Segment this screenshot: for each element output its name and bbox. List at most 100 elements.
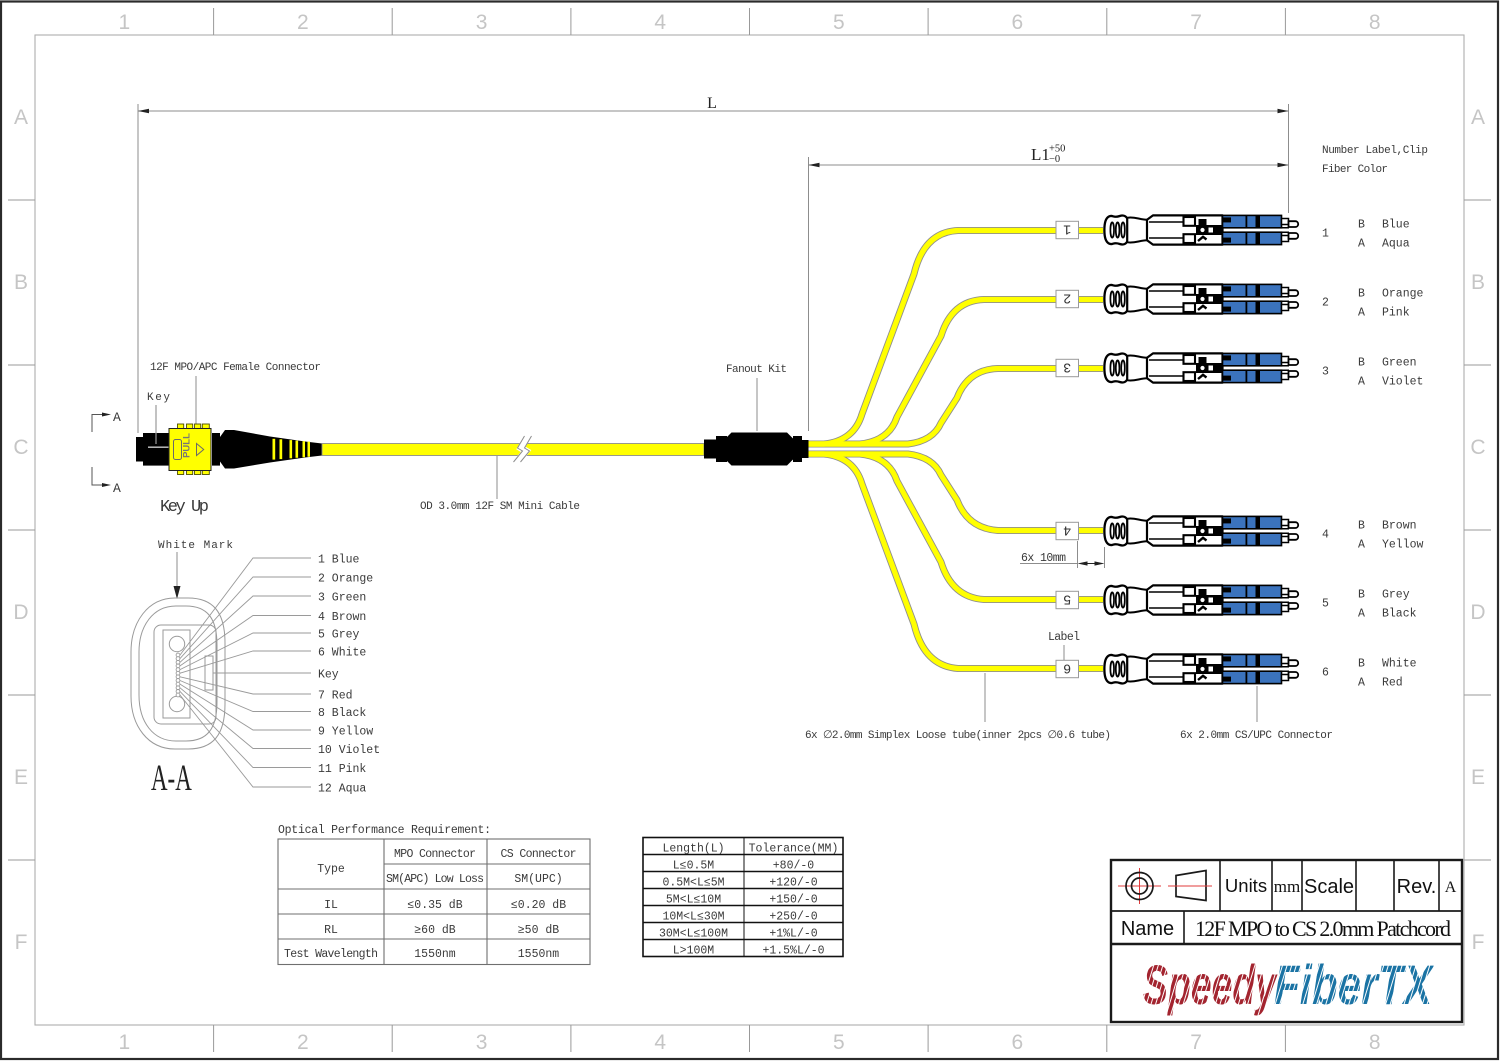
svg-text:B: B — [1358, 357, 1365, 370]
svg-text:12F MPO to CS 2.0mm Patchcord: 12F MPO to CS 2.0mm Patchcord — [1195, 916, 1451, 941]
svg-text:1550nm: 1550nm — [518, 948, 560, 961]
svg-text:8: 8 — [1369, 1031, 1381, 1054]
svg-text:6: 6 — [1063, 659, 1071, 674]
svg-text:2: 2 — [297, 1031, 309, 1054]
svg-text:5: 5 — [1322, 598, 1329, 611]
svg-text:A: A — [1445, 879, 1457, 896]
svg-text:5: 5 — [833, 11, 845, 34]
svg-text:IL: IL — [324, 899, 338, 912]
svg-text:1: 1 — [1322, 228, 1329, 241]
svg-text:Test Wavelength: Test Wavelength — [284, 948, 378, 961]
svg-text:2 Orange: 2 Orange — [318, 573, 373, 586]
svg-text:SM(APC) Low Loss: SM(APC) Low Loss — [386, 873, 484, 886]
svg-text:Black: Black — [1382, 608, 1417, 621]
svg-text:6: 6 — [1012, 1031, 1024, 1054]
svg-text:Pink: Pink — [1382, 307, 1410, 320]
svg-text:6: 6 — [1322, 667, 1329, 680]
svg-text:Number Label,Clip: Number Label,Clip — [1322, 145, 1428, 157]
svg-text:10M<L≤30M: 10M<L≤30M — [662, 911, 724, 924]
svg-text:B: B — [1358, 520, 1365, 533]
svg-text:White: White — [1382, 658, 1417, 671]
svg-text:2: 2 — [1063, 289, 1071, 304]
svg-text:FiberTX: FiberTX — [1274, 953, 1435, 1016]
svg-text:+80/-0: +80/-0 — [773, 860, 815, 873]
svg-text:3: 3 — [476, 1031, 488, 1054]
svg-text:Brown: Brown — [1382, 520, 1417, 533]
svg-text:1: 1 — [118, 1031, 130, 1054]
svg-text:Rev.: Rev. — [1397, 876, 1437, 898]
svg-text:≤0.20 dB: ≤0.20 dB — [511, 899, 566, 912]
svg-text:12F MPO/APC Female Connector: 12F MPO/APC Female Connector — [150, 362, 321, 374]
svg-text:L≤0.5M: L≤0.5M — [673, 860, 715, 873]
svg-text:≥50 dB: ≥50 dB — [518, 924, 560, 937]
svg-text:Violet: Violet — [1382, 376, 1423, 389]
svg-text:+1.5%L/-0: +1.5%L/-0 — [762, 945, 824, 958]
svg-text:Red: Red — [1382, 677, 1403, 690]
svg-text:A: A — [1471, 106, 1485, 129]
svg-text:A: A — [113, 410, 121, 425]
svg-text:0.5M<L≤5M: 0.5M<L≤5M — [662, 877, 724, 890]
svg-text:C: C — [1470, 436, 1485, 459]
svg-text:E: E — [1471, 766, 1485, 789]
svg-text:Green: Green — [1382, 357, 1417, 370]
svg-text:SM(UPC): SM(UPC) — [514, 873, 562, 886]
svg-text:OD 3.0mm 12F SM Mini Cable: OD 3.0mm 12F SM Mini Cable — [420, 501, 580, 513]
svg-text:3: 3 — [1063, 358, 1071, 373]
svg-text:Key: Key — [318, 669, 339, 682]
svg-text:6 White: 6 White — [318, 647, 366, 660]
svg-text:A-A: A-A — [151, 758, 192, 799]
svg-text:Blue: Blue — [1382, 219, 1410, 232]
svg-text:L1: L1 — [1031, 145, 1050, 164]
svg-text:Length(L): Length(L) — [662, 843, 724, 856]
svg-text:7 Red: 7 Red — [318, 690, 353, 703]
svg-text:Key: Key — [147, 392, 170, 404]
svg-text:A: A — [1358, 307, 1365, 320]
svg-text:5: 5 — [1063, 590, 1071, 605]
svg-text:7: 7 — [1190, 1031, 1202, 1054]
svg-text:MPO Connector: MPO Connector — [394, 848, 476, 861]
svg-text:Orange: Orange — [1382, 288, 1424, 301]
svg-text:Name: Name — [1121, 918, 1174, 940]
svg-text:CS Connector: CS Connector — [501, 848, 577, 861]
svg-text:+50: +50 — [1049, 144, 1065, 155]
svg-text:4: 4 — [654, 1031, 666, 1054]
svg-text:Optical Performance Requiremen: Optical Performance Requirement: — [278, 824, 491, 837]
svg-text:B: B — [14, 271, 28, 294]
svg-text:L>100M: L>100M — [673, 945, 715, 958]
svg-text:Label: Label — [1048, 631, 1080, 644]
svg-text:A: A — [1358, 677, 1365, 690]
svg-text:3: 3 — [1322, 366, 1329, 379]
svg-text:10 Violet: 10 Violet — [318, 744, 380, 757]
svg-text:Type: Type — [317, 863, 345, 876]
svg-text:≤0.35 dB: ≤0.35 dB — [407, 899, 462, 912]
svg-text:6x ∅2.0mm Simplex Loose tube(i: 6x ∅2.0mm Simplex Loose tube(inner 2pcs … — [805, 730, 1111, 742]
svg-text:30M<L≤100M: 30M<L≤100M — [659, 928, 728, 941]
svg-text:B: B — [1358, 658, 1365, 671]
svg-text:4: 4 — [654, 11, 666, 34]
svg-text:+1%L/-0: +1%L/-0 — [769, 928, 817, 941]
svg-text:3 Green: 3 Green — [318, 592, 366, 605]
svg-text:8 Black: 8 Black — [318, 707, 366, 720]
svg-text:9 Yellow: 9 Yellow — [318, 726, 373, 739]
svg-text:6x 2.0mm CS/UPC Connector: 6x 2.0mm CS/UPC Connector — [1180, 730, 1333, 742]
svg-text:A: A — [1358, 376, 1365, 389]
svg-text:Aqua: Aqua — [1382, 238, 1410, 251]
svg-text:6x 10mm: 6x 10mm — [1021, 552, 1066, 565]
svg-text:1: 1 — [1063, 220, 1071, 235]
svg-text:B: B — [1358, 589, 1365, 602]
svg-text:1 Blue: 1 Blue — [318, 554, 360, 567]
svg-text:5M<L≤10M: 5M<L≤10M — [666, 894, 721, 907]
svg-text:6: 6 — [1012, 11, 1024, 34]
svg-text:5 Grey: 5 Grey — [318, 629, 360, 642]
svg-text:5: 5 — [833, 1031, 845, 1054]
svg-text:4: 4 — [1322, 529, 1329, 542]
svg-text:8: 8 — [1369, 11, 1381, 34]
svg-text:≥60 dB: ≥60 dB — [414, 924, 456, 937]
svg-text:RL: RL — [324, 924, 338, 937]
svg-text:−0: −0 — [1049, 154, 1060, 165]
svg-text:4: 4 — [1063, 521, 1071, 536]
svg-text:Fanout Kit: Fanout Kit — [726, 364, 787, 376]
svg-text:A: A — [113, 481, 121, 496]
svg-text:Grey: Grey — [1382, 589, 1410, 602]
svg-text:3: 3 — [476, 11, 488, 34]
